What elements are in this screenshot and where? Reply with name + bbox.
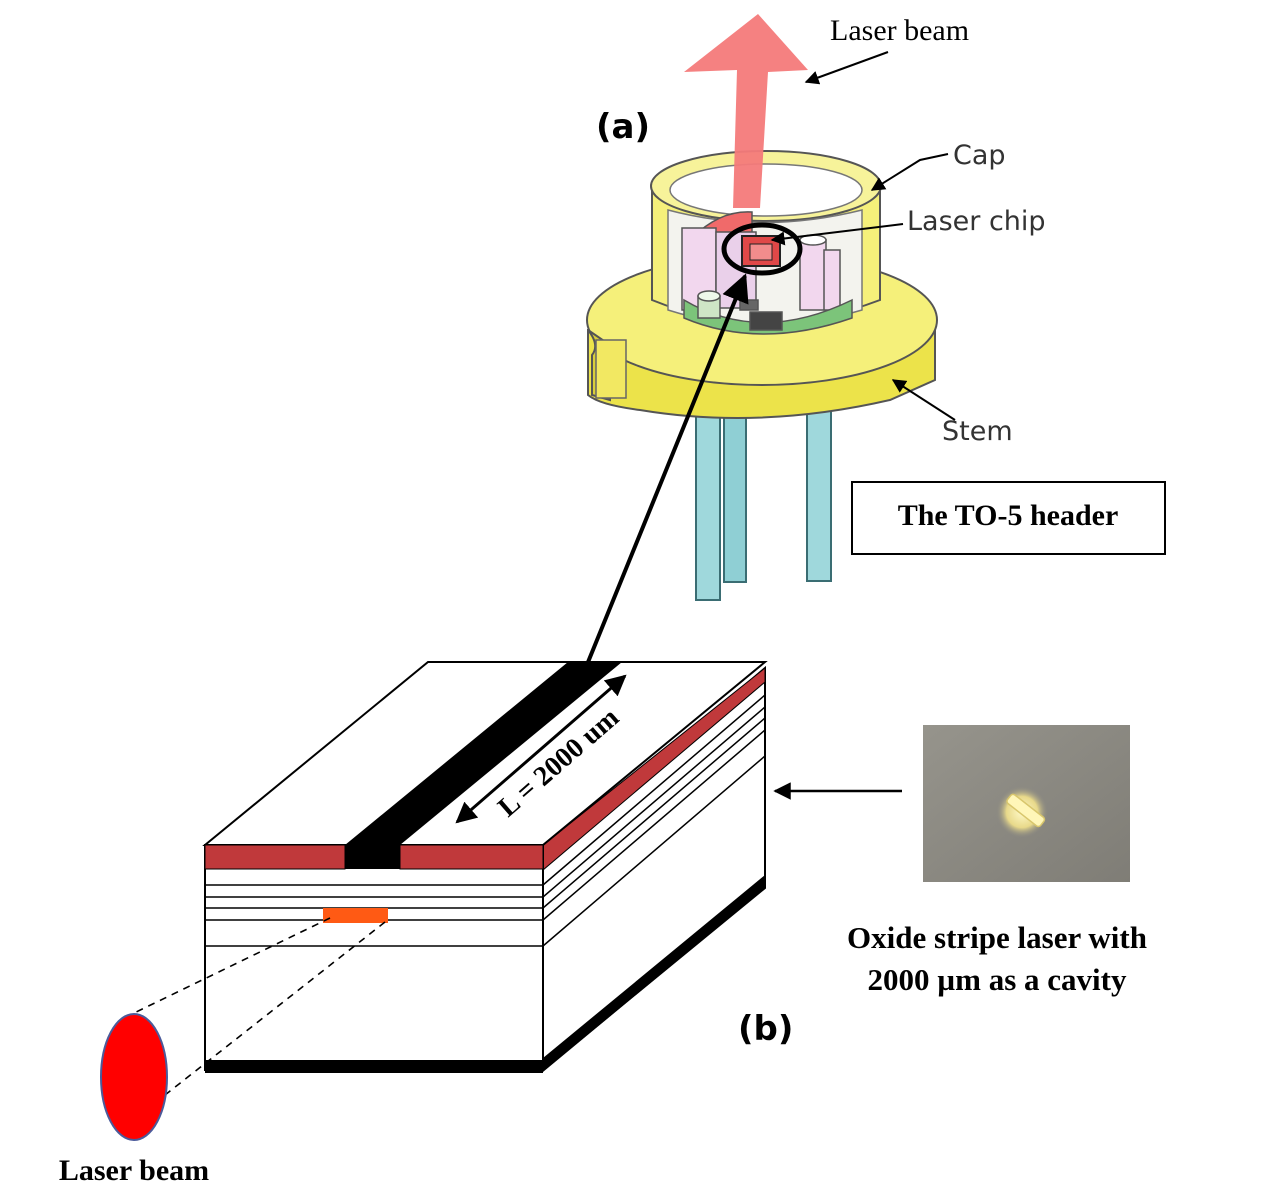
laser-chip-pointer	[770, 223, 904, 246]
bottom-contact	[205, 1060, 543, 1073]
up-arrow-beam-icon	[684, 14, 808, 208]
laser-beam-label-bottom: Laser beam	[59, 1154, 209, 1187]
length-arrow	[455, 674, 627, 824]
to5-header-box: The TO-5 header	[851, 481, 1166, 555]
laser-photo	[923, 725, 1130, 882]
panel-a-pointers	[770, 51, 956, 421]
beam-spot	[100, 1013, 168, 1141]
stem-label: Stem	[942, 416, 1013, 447]
panel-a-label: (a)	[596, 107, 650, 147]
cap-pointer	[870, 153, 949, 191]
cap-label: Cap	[953, 140, 1006, 171]
photo-caption-line2: 2000 µm as a cavity	[868, 962, 1127, 997]
stem-pointer	[891, 379, 956, 421]
active-region	[323, 908, 388, 923]
zoom-pointer	[582, 273, 749, 673]
panel-b-label: (b)	[738, 1009, 793, 1049]
bar-front-face	[204, 844, 544, 1071]
photo-caption-line1: Oxide stripe laser with	[847, 920, 1147, 955]
chip-highlight-ellipse	[721, 222, 803, 276]
laser-beam-pointer	[804, 51, 889, 85]
laser-bar	[202, 661, 768, 1073]
stripe-front	[345, 845, 400, 869]
package-pins	[695, 399, 832, 601]
laser-photo-chip	[1006, 793, 1046, 828]
beam-divergence-lines	[129, 917, 386, 1096]
laser-beam-label-top: Laser beam	[830, 14, 969, 47]
to5-package	[586, 14, 938, 601]
contact-right	[399, 844, 544, 870]
contact-left	[204, 844, 346, 870]
laser-chip-label: Laser chip	[907, 206, 1046, 237]
to5-header-label: The TO-5 header	[898, 499, 1119, 532]
